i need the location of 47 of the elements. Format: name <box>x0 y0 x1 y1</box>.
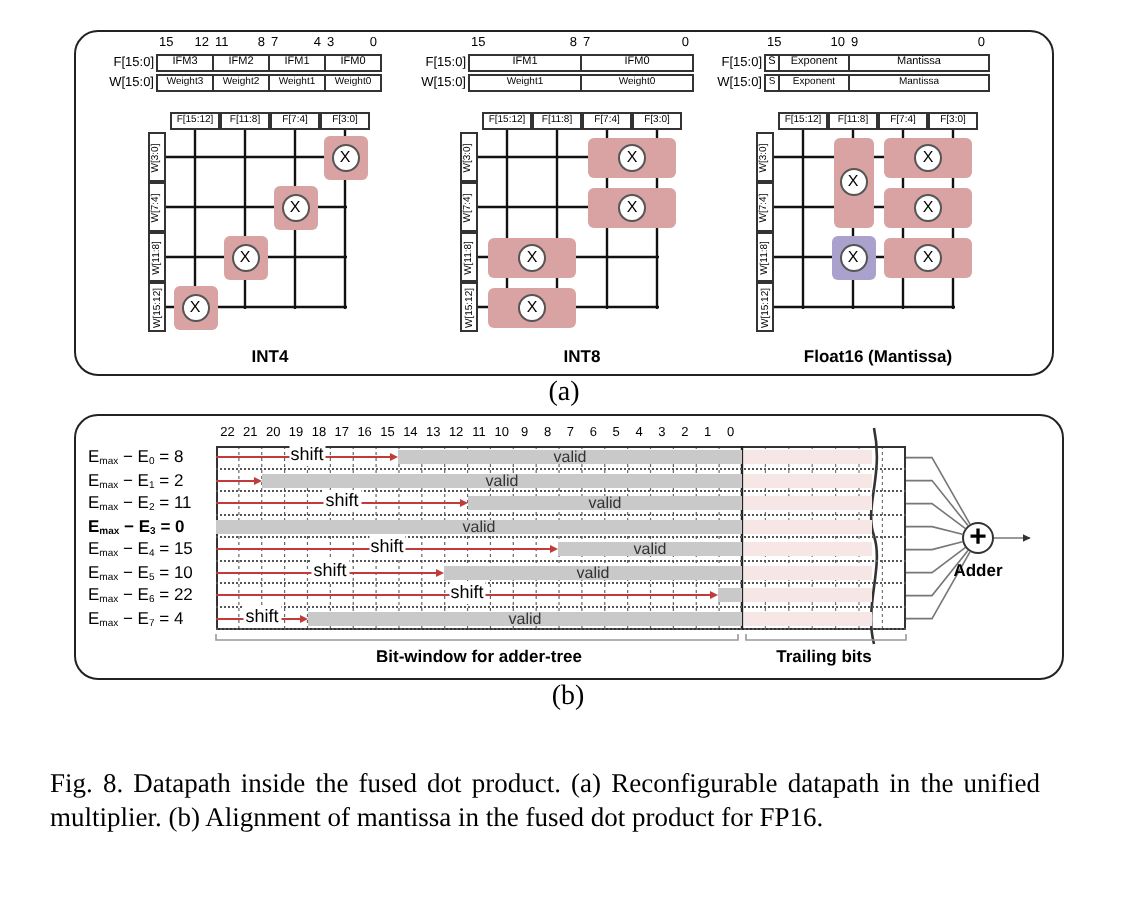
adder-label: Adder <box>951 560 1005 582</box>
bit-row <box>216 607 906 630</box>
valid-bar: valid <box>558 542 742 556</box>
row-label: E$_{max}$ − E$_{7}$ = 4 <box>88 607 184 629</box>
output-arrow <box>993 534 1031 542</box>
valid-bar: valid <box>262 473 742 487</box>
bracket-label: Trailing bits <box>774 646 874 668</box>
shift-label: shift <box>448 582 486 604</box>
subfigure-label: Float16 (Mantissa) <box>801 344 955 368</box>
bit-row <box>216 515 906 538</box>
bracket-label: Bit-window for adder-tree <box>374 646 584 668</box>
row-label: E$_{max}$ − E$_{2}$ = 11 <box>88 492 192 514</box>
connector-line <box>905 502 966 530</box>
bit-row <box>216 584 906 607</box>
shift-label: shift <box>368 536 406 558</box>
row-label: E$_{max}$ − E$_{3}$ = 0 <box>88 515 185 537</box>
row-label: E$_{max}$ − E$_{0}$ = 8 <box>88 446 184 468</box>
valid-bar: valid <box>308 611 742 625</box>
panel-label: (a) <box>546 378 582 410</box>
subfigure-label: INT4 <box>249 344 291 368</box>
row-label: E$_{max}$ − E$_{6}$ = 22 <box>88 584 193 606</box>
subfigure-label: INT8 <box>561 344 603 368</box>
bit-row <box>216 492 906 515</box>
bit-row <box>216 469 906 492</box>
connector-line <box>905 549 969 597</box>
shift-label: shift <box>243 605 281 627</box>
bit-row <box>216 538 906 561</box>
connector-line <box>905 551 971 620</box>
valid-bar: valid <box>398 450 742 464</box>
row-label: E$_{max}$ − E$_{5}$ = 10 <box>88 561 193 583</box>
valid-bar: valid <box>468 496 742 510</box>
shift-label: shift <box>288 444 326 466</box>
connector-line <box>905 456 971 525</box>
bit-row <box>216 446 906 469</box>
shift-label: shift <box>323 490 361 512</box>
bit-row <box>216 561 906 584</box>
figure-caption: Fig. 8. Datapath inside the fused dot product. (a) Reconfigurable datapath in the unified multiplier. (b) Alignment of mantissa in the fused dot product for FP16. <box>50 766 1040 834</box>
connector-line <box>905 479 969 527</box>
connector-line <box>905 541 964 551</box>
panel-label: (b) <box>549 682 587 714</box>
valid-bar: valid <box>216 519 742 533</box>
shift-label: shift <box>311 559 349 581</box>
row-label: E$_{max}$ − E$_{4}$ = 15 <box>88 538 193 560</box>
valid-bar: valid <box>444 565 742 579</box>
connector-line <box>905 546 966 574</box>
row-label: E$_{max}$ − E$_{1}$ = 2 <box>88 469 184 491</box>
connector-line <box>905 525 964 535</box>
